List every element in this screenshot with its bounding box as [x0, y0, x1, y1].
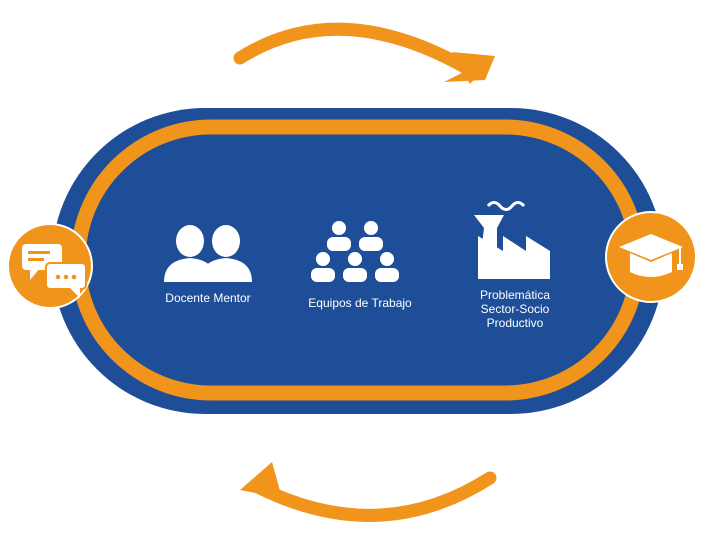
factory-icon [474, 201, 550, 279]
team-group-icon [311, 221, 399, 282]
problem-label: Problemática Sector-Socio Productivo [455, 288, 575, 330]
problem-label-line3: Productivo [486, 316, 544, 330]
teams-label: Equipos de Trabajo [308, 296, 412, 310]
problem-label-line2: Sector-Socio [480, 302, 550, 316]
curved-arrow-right-icon [233, 22, 495, 84]
mentor-label: Docente Mentor [165, 291, 251, 305]
problem-label-line1: Problemática [479, 288, 551, 302]
two-people-icon [164, 225, 252, 282]
chat-bubbles-icon [7, 223, 93, 309]
curved-arrow-left-icon [240, 462, 497, 522]
graduation-cap-icon [605, 211, 697, 303]
